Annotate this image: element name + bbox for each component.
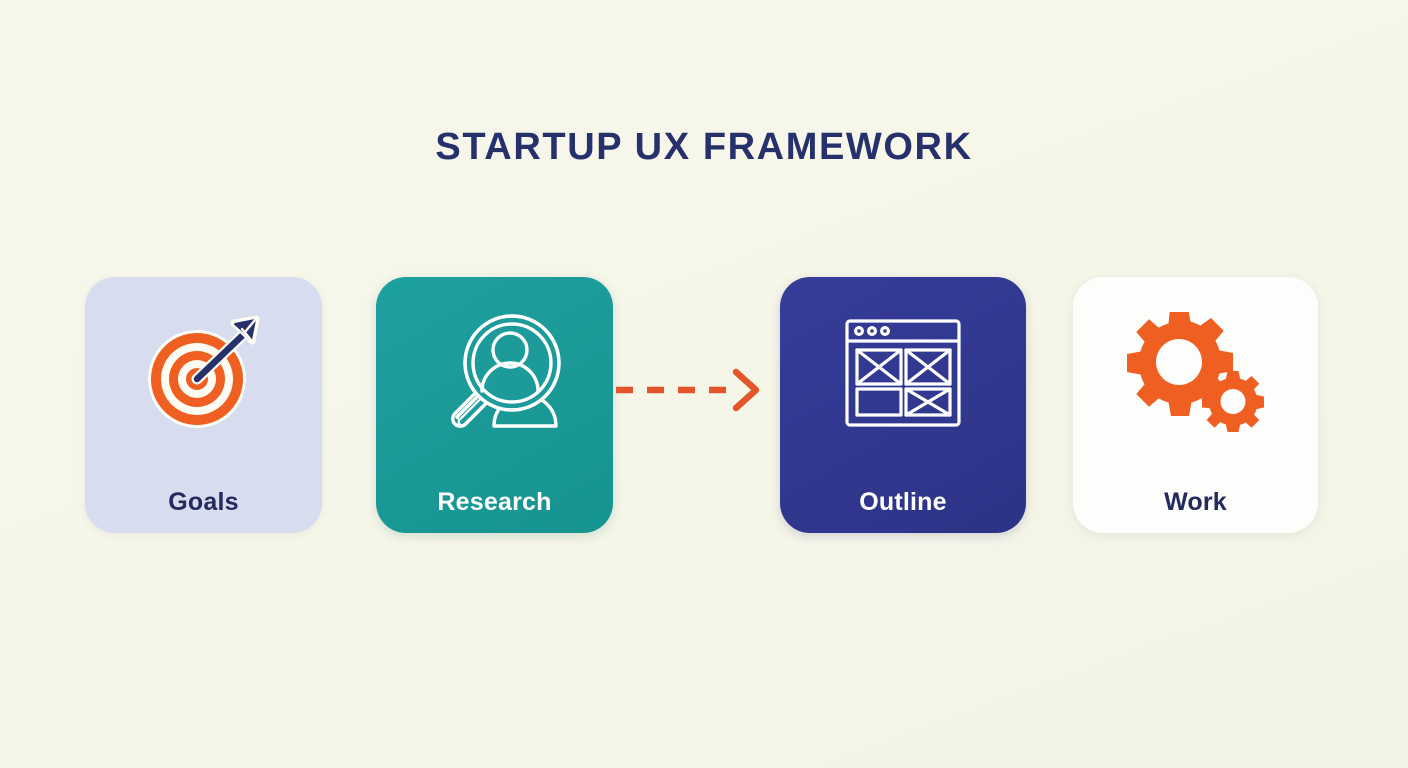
step-label-outline: Outline: [859, 488, 947, 516]
step-label-research: Research: [437, 488, 552, 516]
dashed-arrow-right: [614, 366, 774, 414]
gears-icon: [1125, 312, 1267, 433]
wireframe-browser-icon: [843, 313, 963, 433]
step-label-work: Work: [1164, 488, 1227, 516]
step-card-outline[interactable]: Outline: [780, 277, 1026, 533]
target-arrow-icon: [141, 313, 267, 433]
steps-row: Goals: [0, 277, 1408, 533]
step-label-goals: Goals: [168, 488, 239, 516]
magnifier-people-icon: [424, 313, 566, 433]
step-card-research[interactable]: Research: [376, 277, 613, 533]
page-title: STARTUP UX FRAMEWORK: [435, 126, 973, 168]
step-card-work[interactable]: Work: [1073, 277, 1318, 533]
step-card-goals[interactable]: Goals: [85, 277, 322, 533]
